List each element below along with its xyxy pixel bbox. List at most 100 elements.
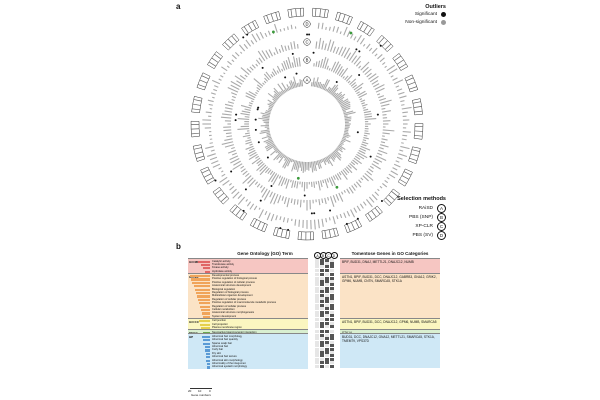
track-bar xyxy=(326,156,334,167)
track-bar xyxy=(362,175,369,182)
track-bar xyxy=(318,198,321,206)
matrix-cell xyxy=(315,258,319,262)
gene-count-bar xyxy=(199,320,210,323)
track-bar xyxy=(344,129,349,132)
track-bar xyxy=(380,141,386,144)
track-bar xyxy=(343,47,351,58)
significant-point xyxy=(312,51,315,54)
track-bar xyxy=(356,91,360,95)
track-bar xyxy=(276,65,282,73)
track-bar xyxy=(240,165,245,169)
track-bar xyxy=(386,64,396,72)
track-bar xyxy=(227,86,239,93)
track-bar xyxy=(298,57,301,67)
track-bar xyxy=(278,91,283,96)
matrix-cell xyxy=(330,276,334,280)
matrix-cell xyxy=(325,337,329,341)
matrix-cell xyxy=(315,293,319,297)
track-bar xyxy=(250,39,255,45)
chromosome-band xyxy=(247,23,253,32)
track-bar xyxy=(362,139,367,142)
chromosome-band xyxy=(193,147,202,150)
track-bar xyxy=(237,128,250,131)
track-bar xyxy=(337,96,345,103)
track-bar xyxy=(368,168,374,173)
matrix-cell xyxy=(315,333,319,337)
gene-count-bar xyxy=(190,275,210,278)
track-bar xyxy=(356,34,362,43)
matrix-cell xyxy=(315,279,319,283)
gene-axis: 20 10 0 Gene numbers xyxy=(188,388,216,400)
track-bar xyxy=(361,103,368,107)
track-bar xyxy=(352,84,358,89)
track-bar xyxy=(212,96,215,99)
track-bar xyxy=(207,99,214,103)
track-bar xyxy=(339,213,343,219)
track-bar xyxy=(329,41,335,52)
track-bar xyxy=(329,196,335,207)
track-bar xyxy=(287,26,289,30)
gene-count-bar xyxy=(195,292,210,295)
track-bar xyxy=(296,44,299,49)
track-bar xyxy=(205,145,214,149)
track-bar xyxy=(390,170,399,176)
track-bar xyxy=(401,142,404,144)
track-bar xyxy=(296,199,299,205)
matrix-cell xyxy=(330,279,334,283)
track-bar xyxy=(363,134,368,137)
matrix-cell xyxy=(330,321,334,325)
track-bar xyxy=(326,178,330,183)
gene-count-bar xyxy=(204,349,210,352)
track-bar xyxy=(330,61,337,72)
track-bar xyxy=(256,89,260,93)
track-bar xyxy=(342,169,348,176)
chromosome-band xyxy=(323,9,326,18)
track-bar xyxy=(214,85,219,88)
track-bar xyxy=(230,158,240,164)
track-bar xyxy=(273,52,276,56)
track-bar xyxy=(282,217,286,223)
track-bar xyxy=(360,145,371,151)
track-bar xyxy=(382,129,395,132)
track-bar xyxy=(245,199,248,202)
track-bar xyxy=(231,59,235,63)
track-bar xyxy=(273,90,281,98)
go-term-label: Abnormal hair xyxy=(212,345,229,349)
track-bar xyxy=(290,179,292,183)
track-bar xyxy=(340,170,348,180)
track-bar xyxy=(356,153,365,160)
track-bar xyxy=(290,42,293,50)
matrix-cell xyxy=(320,307,324,311)
track-bar xyxy=(363,137,369,140)
matrix-cell xyxy=(315,310,319,314)
track-bar xyxy=(294,219,297,226)
track-bar xyxy=(219,176,228,183)
track-bar xyxy=(369,165,374,169)
track-bar xyxy=(339,143,343,147)
matrix-cell xyxy=(330,333,334,337)
track-bar xyxy=(321,83,325,90)
track-bar xyxy=(265,110,272,113)
go-category-code: KEGG xyxy=(189,331,198,335)
significant-point xyxy=(310,212,313,215)
track-bar xyxy=(396,156,403,160)
track-bar xyxy=(299,161,302,168)
track-bar xyxy=(318,37,322,50)
track-bar xyxy=(293,198,296,205)
track-bar xyxy=(283,89,287,93)
matrix-cell xyxy=(325,283,329,287)
matrix-cell xyxy=(320,268,324,272)
track-bar xyxy=(374,84,385,90)
track-bar xyxy=(247,137,251,139)
track-bar xyxy=(279,153,284,159)
track-bar xyxy=(325,218,328,223)
matrix-cell xyxy=(320,337,324,341)
track-bar xyxy=(352,159,359,165)
track-bar xyxy=(347,80,351,84)
track-bar xyxy=(356,205,361,212)
track-bar xyxy=(378,149,388,155)
track-bar xyxy=(332,151,342,161)
matrix-cell xyxy=(320,321,324,325)
track-bar xyxy=(362,43,366,47)
track-bar xyxy=(399,95,407,99)
